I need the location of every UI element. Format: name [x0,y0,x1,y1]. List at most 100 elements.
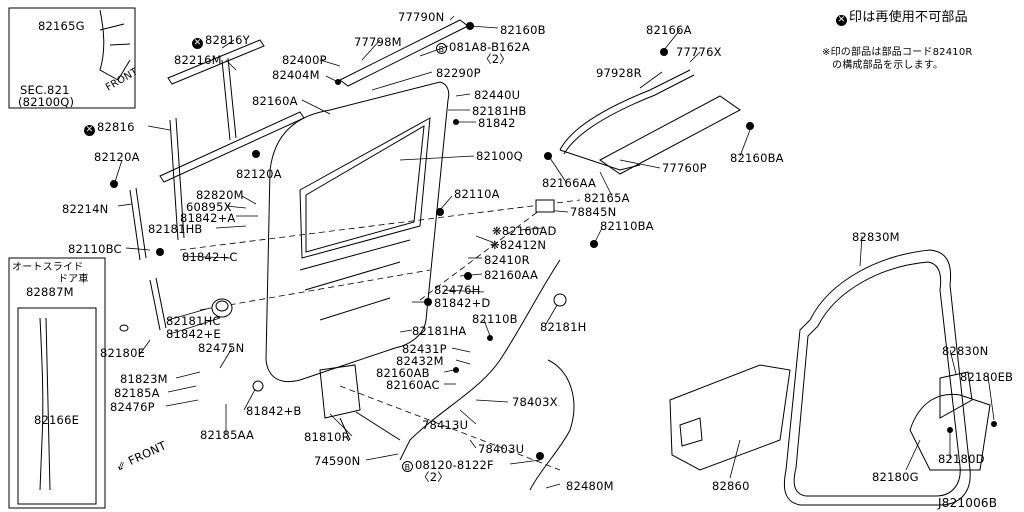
label-82830M: 82830M [852,230,900,244]
label-77760P: 77760P [662,161,707,175]
label-82166AA: 82166AA [542,176,597,190]
label-82830N: 82830N [942,344,989,358]
label-82410R: 82410R [484,253,530,267]
label-97928R: 97928R [596,66,642,80]
grommets [119,199,567,392]
inset1-part-label: 82165G [38,19,85,33]
label-82400P: 82400P [282,53,327,67]
label-08120-text: 08120-8122F [415,458,494,472]
weatherstrip-82830M [783,249,971,506]
label-08120-qty: 〈2〉 [418,470,449,484]
label-74590N: 74590N [314,454,361,468]
trim-panel-82860 [669,364,791,471]
label-82110B: 82110B [472,312,518,326]
door-outer-panel [265,81,450,383]
label-82476P: 82476P [110,400,155,414]
label-82181HC: 82181HC [166,314,221,328]
label-82412N: ❋82412N [490,239,546,251]
label-82110BC: 82110BC [68,242,122,256]
label-82160AD: ❋82160AD [492,225,557,237]
inset2-title-line2: ドア車 [58,274,89,285]
label-82180E: 82180E [100,346,146,360]
label-82185AA: 82185AA [200,428,255,442]
label-82185A: 82185A [114,386,160,400]
label-82816Y-text: 82816Y [205,33,250,47]
inset-box-sec821 [8,7,136,109]
molding-strip-lower [159,111,305,183]
bolt-b-icon: B [402,461,413,472]
label-78403U: 78403U [478,442,525,456]
label-82181HB-left: 82181HB [148,222,203,236]
label-82160BA: 82160BA [730,151,784,165]
label-81842E: 81842+E [166,327,221,341]
label-78845N: 78845N [570,205,617,219]
label-82181HB-top: 82181HB [472,104,527,118]
asterisk-icon: ❋ [490,238,500,252]
label-82166A: 82166A [646,23,692,37]
cable-78403-second [529,359,575,491]
label-82404M: 82404M [272,68,320,82]
label-81842-top: 81842 [478,116,516,130]
label-82816-text: 82816 [97,120,135,134]
molding-strip-upper [167,39,265,85]
label-82160AC: 82160AC [386,378,440,392]
label-82475N: 82475N [198,341,245,355]
label-82180EB: 82180EB [960,370,1014,384]
window-opening [299,117,431,259]
label-081A8-text: 081A8-B162A [449,40,530,54]
x-mark-icon: ✕ [836,15,847,26]
inset2-part-bottom: 82166E [34,413,80,427]
label-81842C: 81842+C [182,250,238,264]
label-82412N-text: 82412N [499,238,547,252]
label-82476H: 82476H [434,283,481,297]
bolt-b-icon: B [436,43,447,54]
center-rail-cable [559,69,695,155]
label-82440U: 82440U [474,88,521,102]
inset-inner-box [17,307,97,505]
label-81810R: 81810R [304,430,350,444]
label-82120A-left: 82120A [94,150,140,164]
cable-78403 [399,259,561,461]
label-82160AA: 82160AA [484,268,539,282]
label-78403X: 78403X [512,395,558,409]
label-82290P: 82290P [436,66,481,80]
label-82110BA: 82110BA [600,219,654,233]
inset1-sec-line1: SEC.821 [20,83,70,97]
label-82165A: 82165A [584,191,630,205]
label-82432M: 82432M [396,354,444,368]
side-trim-82180G [909,393,991,471]
label-78413U: 78413U [422,418,469,432]
label-82480M: 82480M [566,479,614,493]
asterisk-note-line1: ※印の部品は部品コード82410R [822,47,973,58]
x-mark-icon: ✕ [192,38,203,49]
label-82181HA: 82181HA [412,324,467,338]
label-82181H: 82181H [540,320,587,334]
label-82431P: 82431P [402,342,447,356]
glass-run [221,57,237,141]
inset-rail [39,317,51,491]
center-rail [599,95,741,175]
stripe-82180E [149,277,167,331]
label-82860: 82860 [712,479,750,493]
label-82816: ✕82816 [84,121,135,136]
side-trim-82830N [939,371,973,419]
inset2-title-line1: オートスライド [12,262,84,273]
fasteners [110,22,997,460]
trim-panel-grille [679,417,703,447]
window-opening-inner [305,125,425,253]
label-77798M: 77798M [354,35,402,49]
label-82160B: 82160B [500,23,546,37]
label-82214N: 82214N [62,202,109,216]
label-82110A: 82110A [454,187,500,201]
label-82160AD-text: 82160AD [501,224,557,238]
label-81842D: 81842+D [434,296,491,310]
inset-box-auto-slide [8,257,106,509]
label-77790N: 77790N [398,10,445,24]
inset2-part-top: 82887M [26,285,74,299]
label-82180G: 82180G [872,470,919,484]
figure-id: J821006B [938,496,998,510]
inset1-sec-line2: (82100Q) [18,95,75,109]
label-82100Q: 82100Q [476,149,523,163]
